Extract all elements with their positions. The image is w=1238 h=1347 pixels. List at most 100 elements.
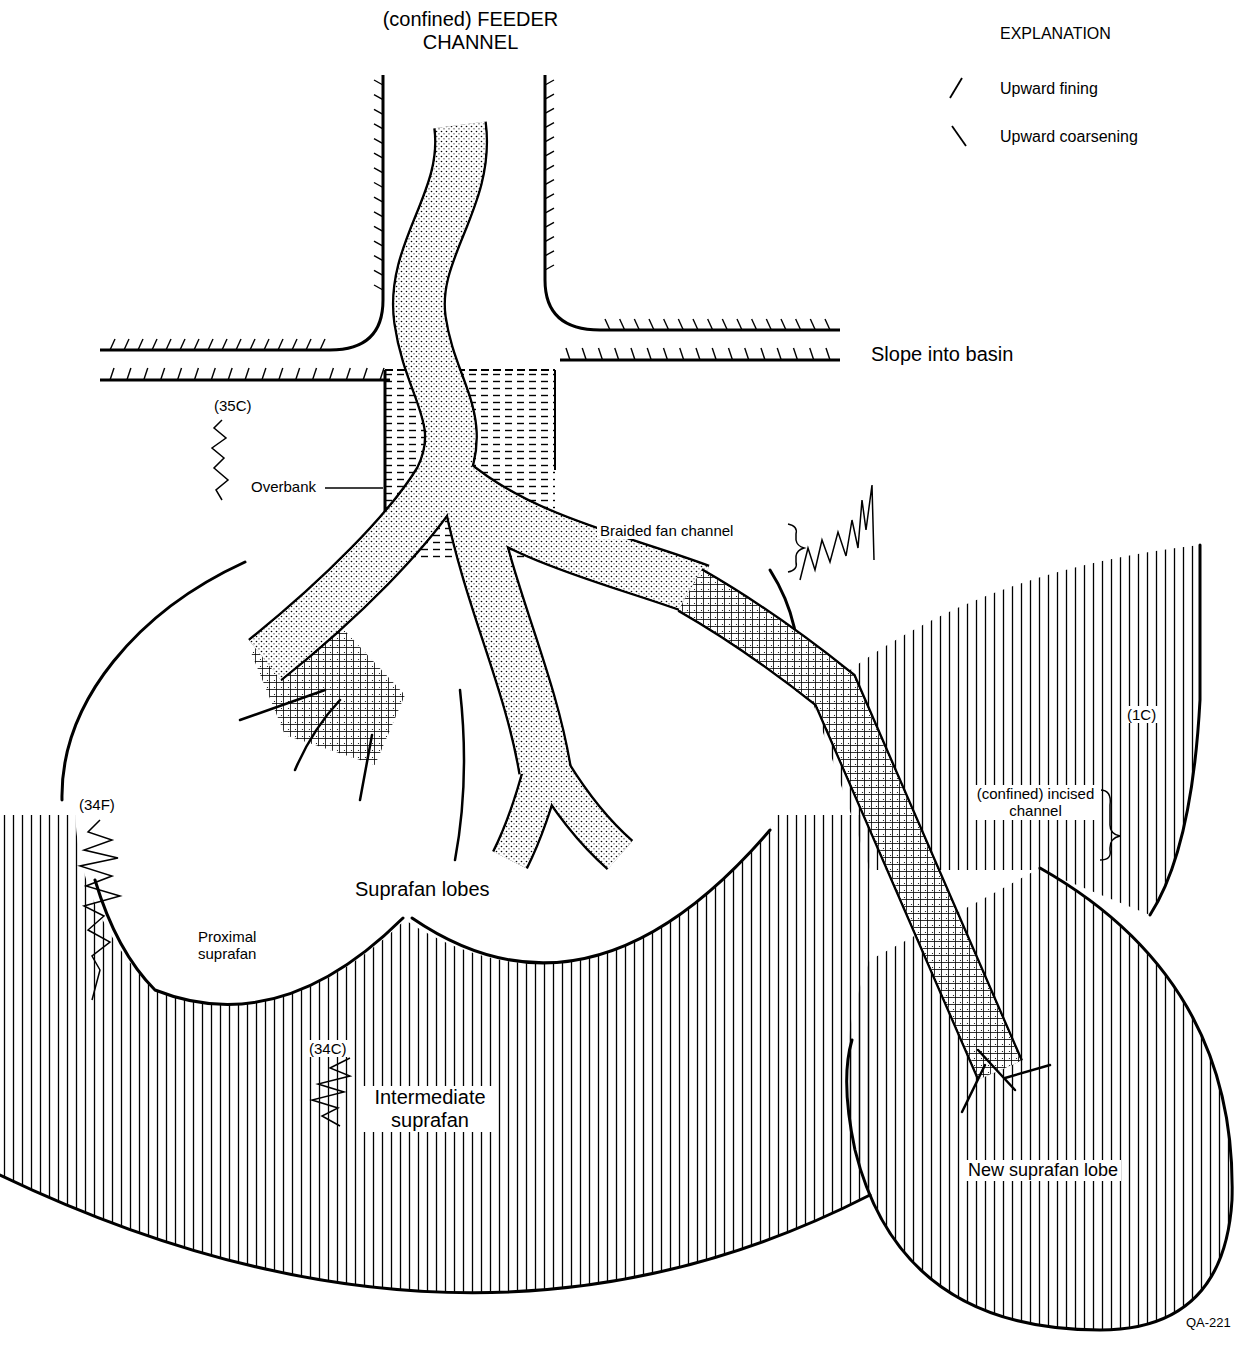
illustration-part <box>100 75 383 350</box>
hachure-tick <box>781 319 786 330</box>
hachure-tick <box>161 368 165 380</box>
hachure-tick <box>545 222 554 227</box>
illustration-part <box>312 1058 350 1126</box>
hachure-tick <box>678 319 683 330</box>
illustration-part <box>510 760 620 860</box>
hachure-tick <box>810 319 815 330</box>
hachure-tick <box>306 339 311 350</box>
hachure-tick <box>363 368 367 380</box>
hachure-tick <box>296 368 300 380</box>
hachure-tick <box>374 153 383 158</box>
illustration-part <box>265 125 700 770</box>
hachure-tick <box>796 319 801 330</box>
diagram-label: Proximal suprafan <box>195 928 279 963</box>
hachure-tick <box>722 319 727 330</box>
hachure-tick <box>545 265 554 270</box>
hachure-tick <box>374 183 383 188</box>
log-profiles <box>80 420 874 1126</box>
hachure-tick <box>752 319 757 330</box>
hachure-tick <box>228 368 232 380</box>
hachure-tick <box>545 194 554 199</box>
illustration-part <box>455 690 464 860</box>
hachure-tick <box>374 80 383 85</box>
illustration-part <box>62 562 245 800</box>
hachure-tick <box>545 180 554 185</box>
illustration-part <box>545 75 840 330</box>
illustration-part <box>690 590 1000 1070</box>
legend-entry: Upward coarsening <box>1000 128 1138 146</box>
hachure-tick <box>664 319 669 330</box>
illustration-part <box>510 760 620 860</box>
hachure-tick <box>696 348 700 360</box>
illustration-part <box>265 125 461 660</box>
hachure-tick <box>110 368 114 380</box>
hachure-tick <box>380 368 384 380</box>
illustration-part <box>0 1175 870 1293</box>
brace <box>1100 790 1120 860</box>
illustration-part <box>545 760 620 855</box>
new-lobe-hatch <box>846 868 1232 1330</box>
hachure-tick <box>615 348 619 360</box>
hachure-tick <box>761 348 765 360</box>
illustration-part <box>265 125 461 660</box>
hachure-tick <box>374 109 383 114</box>
hachure-tick <box>180 339 185 350</box>
hachure-tick <box>374 168 383 173</box>
hachure-tick <box>124 339 129 350</box>
diagram-label: Braided fan channel <box>597 522 736 539</box>
diagram-label: (35C) <box>211 397 255 414</box>
legend-text: Upward coarsening <box>1000 128 1138 145</box>
hachure-tick <box>545 137 554 142</box>
hachure-tick <box>374 285 383 290</box>
hachure-tick <box>374 124 383 129</box>
hachure-tick <box>320 339 325 350</box>
lobe-outlines <box>0 545 1232 1330</box>
hachure-tick <box>545 123 554 128</box>
illustration-part <box>295 700 340 770</box>
hachure-tick <box>250 339 255 350</box>
hachure-tick <box>599 348 603 360</box>
illustration-part <box>1005 1065 1050 1078</box>
legend-sample-coarsening <box>952 126 966 146</box>
hachure-tick <box>545 80 554 85</box>
hachure-tick <box>825 319 830 330</box>
hachure-tick <box>152 339 157 350</box>
hachure-tick <box>222 339 227 350</box>
illustration-part <box>962 1065 985 1112</box>
diagram-label: (34F) <box>76 796 118 813</box>
hachure-tick <box>194 368 198 380</box>
legend-entry: Upward fining <box>1000 80 1098 98</box>
hachure-tick <box>313 368 317 380</box>
illustration-part <box>545 760 620 855</box>
hachure-tick <box>680 348 684 360</box>
diagram-label: New suprafan lobe <box>965 1160 1121 1181</box>
hachure-tick <box>664 348 668 360</box>
diagram-label: (confined) FEEDER CHANNEL <box>368 8 573 54</box>
hachure-tick <box>693 319 698 330</box>
hachure-tick <box>545 94 554 99</box>
hachure-tick <box>208 339 213 350</box>
slope-hachures <box>110 80 830 380</box>
hachure-tick <box>194 339 199 350</box>
hachure-tick <box>292 339 297 350</box>
hachure-tick <box>582 348 586 360</box>
hachure-tick <box>211 368 215 380</box>
hachure-tick <box>374 270 383 275</box>
illustration-part <box>978 1050 1015 1090</box>
illustration-part <box>800 485 874 580</box>
hachure-tick <box>178 368 182 380</box>
illustration-part <box>690 590 1000 1070</box>
hachure-tick <box>374 241 383 246</box>
illustration-part <box>240 690 325 720</box>
slope-walls <box>100 75 840 380</box>
illustration-part <box>510 760 620 860</box>
hachure-tick <box>794 348 798 360</box>
illustration-part <box>265 125 461 660</box>
hachure-tick <box>127 368 131 380</box>
hachure-tick <box>144 368 148 380</box>
hachure-tick <box>329 368 333 380</box>
hachure-tick <box>346 368 350 380</box>
illustration-part <box>554 370 556 470</box>
hachure-tick <box>620 319 625 330</box>
illustration-part <box>80 820 120 1000</box>
